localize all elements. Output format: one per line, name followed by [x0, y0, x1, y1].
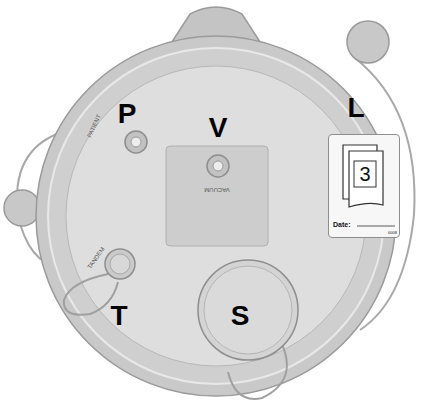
date-sticker: 3Date: 0008 [328, 134, 400, 238]
patient-port [125, 131, 147, 153]
port-marking: VACUUM [204, 187, 230, 193]
tandem-port [105, 249, 135, 279]
port-hole [213, 161, 223, 171]
sticker-number: 3 [359, 164, 370, 184]
part-letter: L [347, 94, 364, 122]
stopper-inner [204, 266, 292, 354]
port-hole [110, 254, 130, 274]
part-letter: T [110, 302, 127, 330]
code-number: 0008 [388, 231, 397, 235]
part-letter: S [231, 302, 250, 330]
side-knob [4, 190, 40, 226]
side-knob [347, 21, 389, 63]
sheet-icon [349, 151, 383, 207]
date-field: Date: [333, 221, 351, 228]
port-hole [131, 137, 141, 147]
tandem-cap-loop [64, 274, 118, 315]
date-line [357, 226, 395, 227]
part-letter: V [209, 114, 228, 142]
vacuum-port [207, 155, 229, 177]
part-letter: P [118, 100, 137, 128]
lid-inner [66, 66, 366, 366]
number-frame [354, 161, 376, 187]
stopper-cap [198, 260, 298, 360]
vacuum-plate [166, 146, 268, 246]
